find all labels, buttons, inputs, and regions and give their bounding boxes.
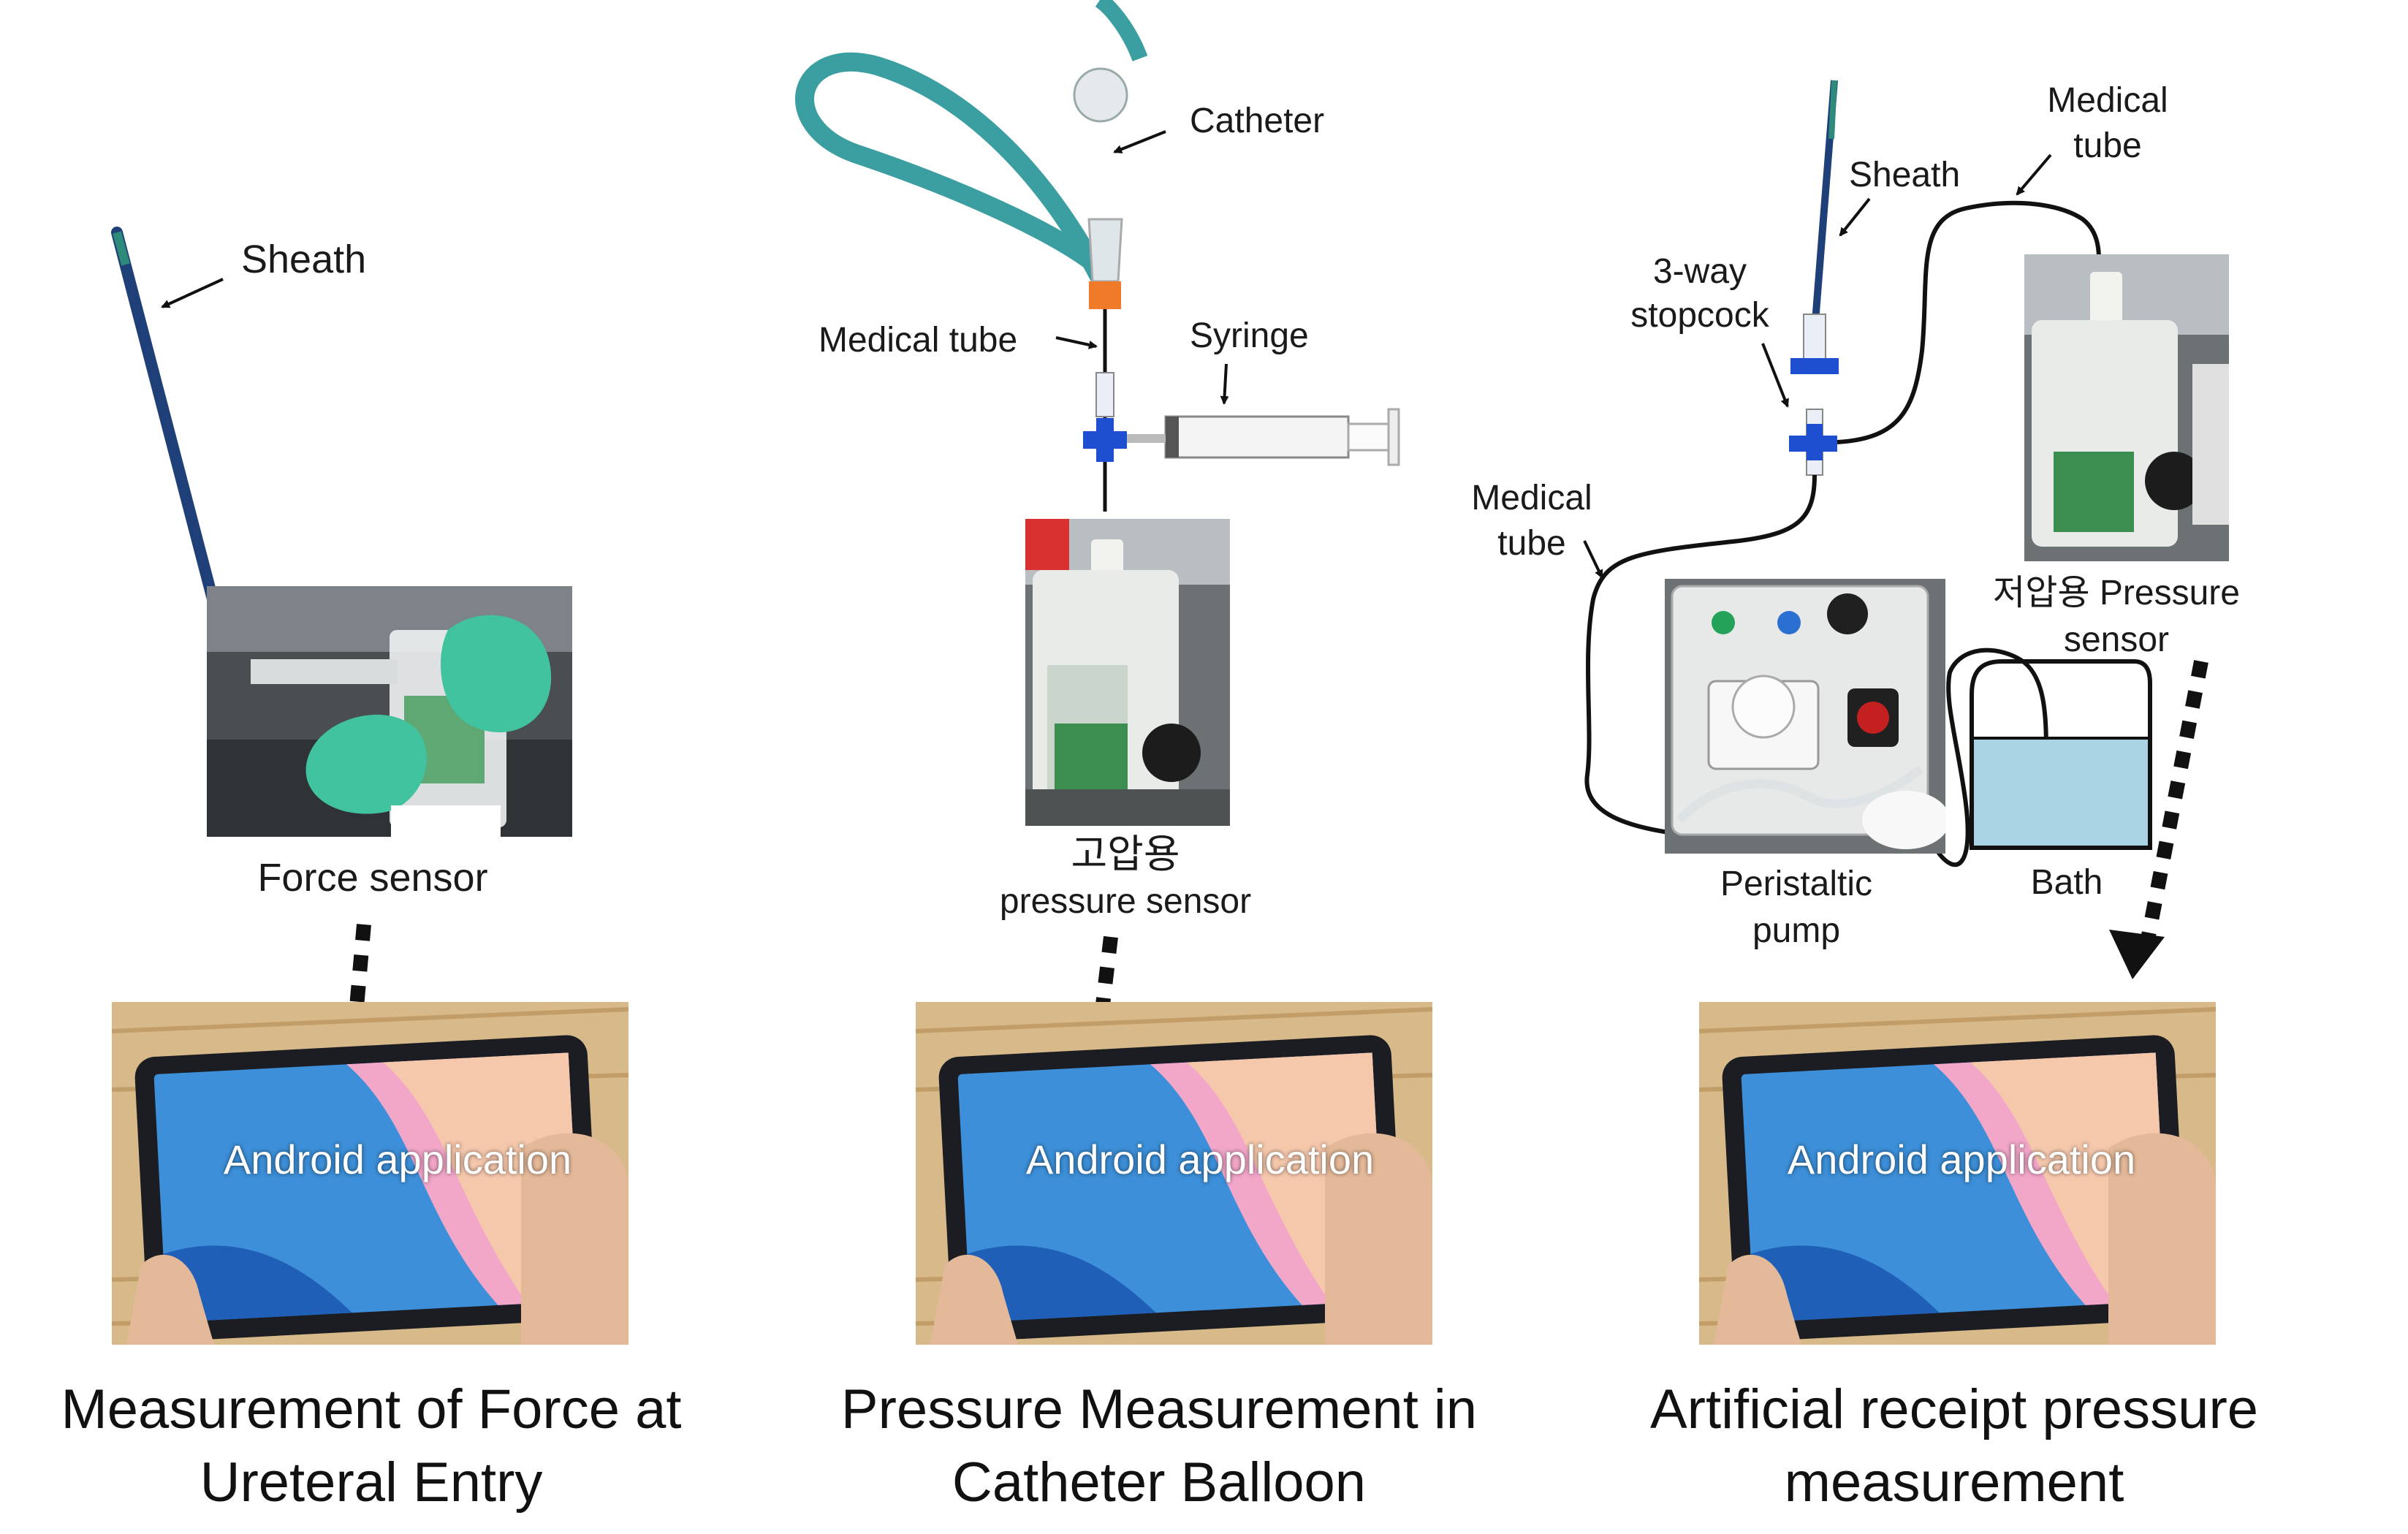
low-pressure-sensor-label-l1: 저압용 Pressure bbox=[1993, 572, 2240, 615]
high-pressure-sensor-label-en: pressure sensor bbox=[1000, 880, 1251, 924]
balloon-caption-line1: Pressure Measurement in bbox=[841, 1374, 1477, 1446]
bladder-medical-tube-top-l2: tube bbox=[2073, 124, 2141, 168]
peristaltic-pump-photo bbox=[1665, 579, 1945, 854]
bladder-left-tube-arrow bbox=[1584, 541, 1602, 577]
pump-label-l2: pump bbox=[1752, 909, 1840, 953]
bladder-arrowhead bbox=[2109, 930, 2165, 979]
bladder-stopcock bbox=[1789, 314, 1839, 475]
bladder-caption-line1: Artificial receipt pressure bbox=[1650, 1374, 2258, 1446]
syringe-arrow bbox=[1224, 364, 1226, 403]
bladder-sheath-arrow bbox=[1840, 199, 1869, 235]
balloon-medical-tube-label: Medical tube bbox=[819, 319, 1017, 362]
catheter-label: Catheter bbox=[1190, 99, 1324, 143]
bladder-caption-line2: measurement bbox=[1785, 1447, 2124, 1519]
force-app-label: Android application bbox=[224, 1136, 571, 1183]
force-caption-line2: Ureteral Entry bbox=[200, 1447, 543, 1519]
force-sheath-label: Sheath bbox=[241, 235, 366, 285]
stopcock-label-l1: 3-way bbox=[1653, 250, 1747, 294]
medical-tube-arrow bbox=[1056, 338, 1096, 346]
bladder-app-label: Android application bbox=[1788, 1136, 2135, 1183]
bladder-dotted-arrow bbox=[2149, 661, 2201, 935]
balloon-caption-line2: Catheter Balloon bbox=[952, 1447, 1366, 1519]
force-sheath-arrow bbox=[162, 279, 223, 307]
bladder-medical-tube-left-l2: tube bbox=[1497, 522, 1565, 566]
bath-drawing bbox=[1972, 661, 2150, 849]
force-sensor-label: Force sensor bbox=[257, 854, 487, 903]
syringe-drawing bbox=[1127, 409, 1399, 465]
bladder-medical-tube-left-l1: Medical bbox=[1471, 476, 1592, 520]
bladder-medtube-arrow bbox=[2017, 155, 2051, 194]
low-pressure-sensor-photo bbox=[2024, 254, 2229, 561]
high-pressure-sensor-label-ko: 고압용 bbox=[1071, 830, 1180, 880]
stopcock-arrow bbox=[1763, 343, 1788, 406]
bladder-medical-tube-top-l1: Medical bbox=[2047, 79, 2168, 123]
catheter-arrow bbox=[1114, 132, 1166, 152]
pump-label-l1: Peristaltic bbox=[1720, 862, 1872, 906]
bladder-sheath bbox=[1815, 80, 1834, 322]
stopcock-label-l2: stopcock bbox=[1630, 294, 1769, 338]
high-pressure-sensor-photo bbox=[1025, 519, 1230, 826]
bath-label: Bath bbox=[2031, 861, 2103, 905]
syringe-label: Syringe bbox=[1190, 314, 1309, 358]
bladder-sheath-label: Sheath bbox=[1849, 153, 1960, 197]
balloon-stopcock bbox=[1083, 373, 1127, 462]
balloon-app-label: Android application bbox=[1026, 1136, 1374, 1183]
force-sensor-photo bbox=[207, 586, 572, 837]
force-caption-line1: Measurement of Force at bbox=[61, 1374, 681, 1446]
catheter-drawing bbox=[805, 0, 1140, 309]
low-pressure-sensor-label-l2: sensor bbox=[2064, 618, 2169, 662]
